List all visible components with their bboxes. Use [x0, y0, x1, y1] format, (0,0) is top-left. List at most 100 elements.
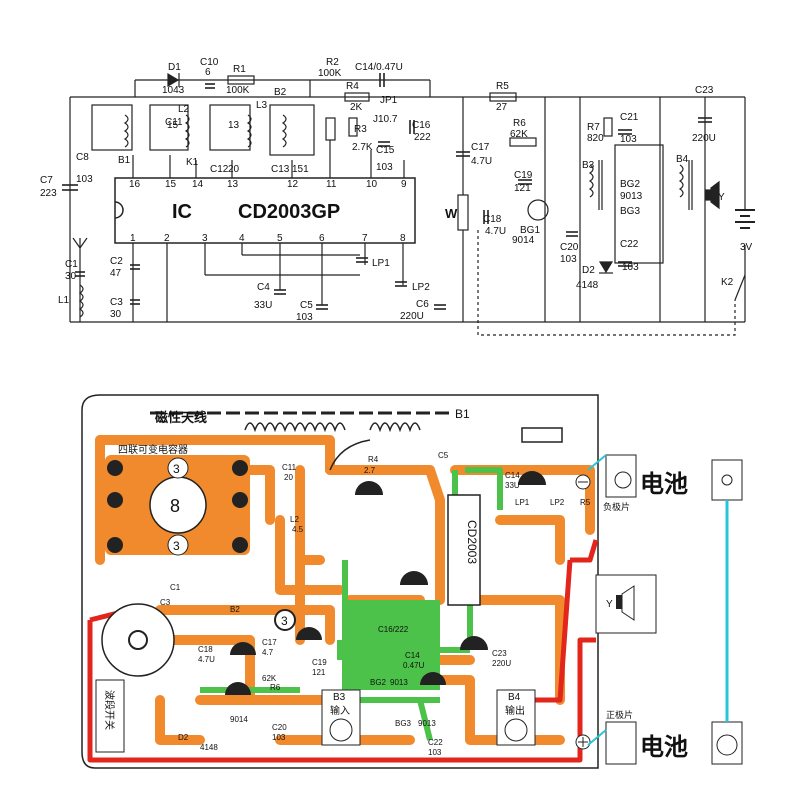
pcb-l2: L2	[290, 515, 299, 524]
pin-6: 6	[319, 233, 325, 244]
label-b1: B1	[118, 155, 131, 166]
pin-15: 15	[165, 179, 177, 190]
label-d1-val: 1043	[162, 85, 185, 96]
label-r6-val: 62K	[510, 129, 528, 140]
resistor-r1	[227, 75, 255, 85]
diode-d1	[167, 72, 180, 88]
pcb-r4: R4	[368, 455, 379, 464]
label-c2-val: 47	[110, 268, 122, 279]
potentiometer-w	[457, 194, 469, 231]
label-c17: C17	[471, 142, 490, 153]
resistor-r6	[509, 137, 537, 147]
label-c2: C2	[110, 256, 123, 267]
variable-capacitor: 8 3 3	[107, 457, 248, 556]
label-c17-val: 4.7U	[471, 156, 492, 167]
label-c15: C15	[376, 145, 395, 156]
battery-label-top: 电池	[640, 470, 688, 498]
ic-pin-numbers-top: 16 15 14 13 12 11 10 9	[129, 179, 407, 190]
label-d2: D2	[582, 265, 595, 276]
label-y: Y	[718, 192, 725, 203]
label-13: 13	[228, 120, 240, 131]
label-c18-val: 4.7U	[485, 226, 506, 237]
pcb-b4: B4	[508, 692, 521, 703]
capacitors-schematic	[62, 73, 712, 310]
pcb-lp1: LP1	[515, 498, 530, 507]
label-c23: C23	[695, 85, 714, 96]
variable-cap-label: 四联可变电容器	[118, 443, 188, 456]
label-r3-val: 2.7K	[352, 142, 373, 153]
positive-plate-label: 正极片	[606, 709, 633, 721]
label-r7-val: 820	[587, 133, 604, 144]
pcb-b3-text: 输入	[330, 704, 350, 717]
label-c22-val: 103	[622, 262, 639, 273]
resistor-r7	[603, 117, 613, 137]
pcb-c19-val: 121	[312, 668, 326, 677]
label-b2: B2	[274, 87, 287, 98]
transformer-b4	[678, 160, 693, 210]
pcb-bg1-val: 9014	[230, 715, 248, 724]
resistor-r2	[325, 117, 336, 141]
label-c6: C6	[416, 299, 429, 310]
pin-2: 2	[164, 233, 170, 244]
cap-number-8: 8	[170, 496, 180, 516]
pcb-c20: C20	[272, 723, 287, 732]
schematic	[62, 72, 755, 336]
label-c7-val: 223	[40, 188, 57, 199]
pcb-lp2: LP2	[550, 498, 565, 507]
label-bg1-val: 9014	[512, 235, 535, 246]
pcb-c23: C23	[492, 649, 507, 658]
label-c3-val: 30	[110, 309, 122, 320]
label-r3: R3	[354, 124, 367, 135]
label-c1-val: 30	[65, 271, 77, 282]
label-c16: C16	[412, 120, 431, 131]
pcb-b3: B3	[333, 692, 346, 703]
label-c23-val: 220U	[692, 133, 716, 144]
polarity-symbols	[575, 474, 591, 750]
label-c12: C12	[210, 164, 229, 175]
label-c20: C20	[560, 242, 579, 253]
label-c11: C11	[165, 117, 183, 128]
label-r2: R2	[326, 57, 339, 68]
pcb-c17: C17	[262, 638, 277, 647]
label-bg2-val: 9013	[620, 191, 643, 202]
label-d2-val: 4148	[576, 280, 599, 291]
battery-label-bottom: 电池	[640, 733, 688, 761]
resistor-r5	[489, 92, 517, 102]
label-r5-val: 27	[496, 102, 508, 113]
ic-pins-bottom	[132, 243, 404, 322]
label-c6-val: 220U	[400, 311, 424, 322]
ic-name: CD2003GP	[238, 201, 340, 223]
label-c15-val: 103	[376, 162, 393, 173]
pcb-transformers: B3 输入 B4 输出	[321, 689, 536, 746]
battery-holder: 电池 电池 负极片 正极片	[587, 454, 743, 765]
pcb-d2: D2	[178, 733, 189, 742]
pcb-ic: CD2003	[447, 494, 481, 606]
label-c4: C4	[257, 282, 270, 293]
label-c5: C5	[300, 300, 313, 311]
label-w: W	[445, 206, 458, 221]
ic-pin-numbers-bottom: 1 2 3 4 5 6 7 8	[130, 233, 406, 244]
pin-12: 12	[287, 179, 299, 190]
pin-16: 16	[129, 179, 141, 190]
pcb-r6-val: 62K	[262, 674, 277, 683]
label-r4-val: 2K	[350, 102, 363, 113]
pcb-c11: C11	[282, 463, 297, 472]
label-c5-val: 103	[296, 312, 313, 323]
label-c3: C3	[110, 297, 123, 308]
label-r6: R6	[513, 118, 526, 129]
pcb-speaker: Y	[595, 574, 657, 634]
pcb-c22: C22	[428, 738, 443, 747]
label-r4: R4	[346, 81, 359, 92]
label-d1: D1	[168, 62, 181, 73]
pcb-layout: 8 3 3 3 CD2003	[81, 394, 743, 769]
transformer-b3	[588, 160, 603, 210]
pin-14: 14	[192, 179, 204, 190]
speaker-y	[705, 189, 712, 201]
label-lp2: LP2	[412, 282, 430, 293]
pin-13: 13	[227, 179, 239, 190]
pcb-bg3-val: 9013	[418, 719, 436, 728]
ic-pins-top	[132, 140, 405, 178]
label-c13-val: 151	[292, 164, 309, 175]
ic-prefix: IC	[172, 201, 192, 223]
